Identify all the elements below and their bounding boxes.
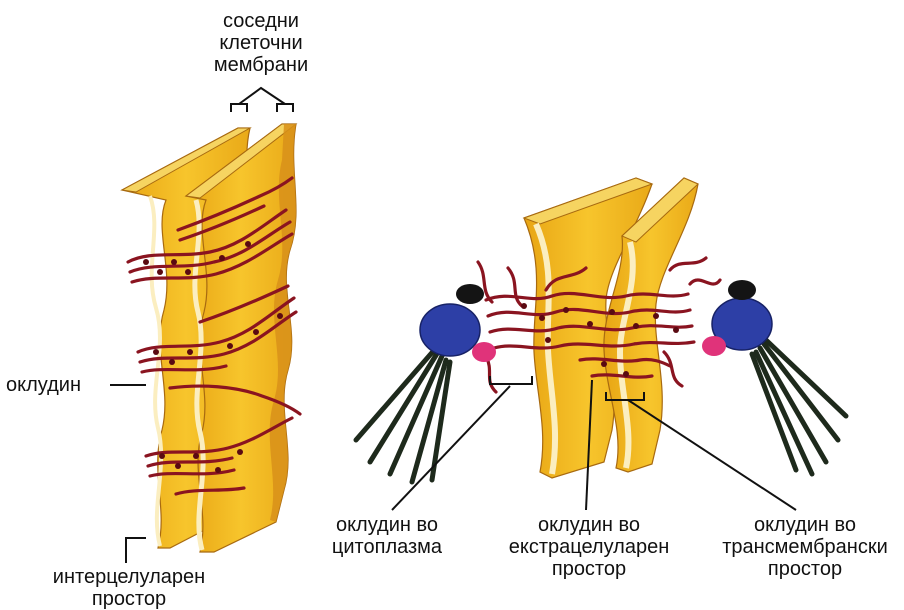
cytoplasm-leader: [392, 386, 510, 510]
intercellular-space-label: интерцелуларен простор: [24, 566, 234, 610]
occludin-label: оклудин: [6, 374, 81, 396]
occludin-extracellular-line-1: оклудин во: [502, 514, 676, 536]
adjacent-membranes-bracket: [231, 88, 293, 112]
adjacent-membranes-line-1: соседни: [196, 10, 326, 32]
occludin-extracellular-line-3: простор: [502, 558, 676, 580]
occludin-cytoplasm-label: оклудин во цитоплазма: [318, 514, 456, 558]
adjacent-membranes-line-3: мембрани: [196, 54, 326, 76]
occludin-transmembrane-line-1: оклудин во: [712, 514, 898, 536]
intercellular-space-line-2: простор: [24, 588, 234, 610]
left-membrane-pair: [122, 124, 296, 552]
adjacent-membranes-label: соседни клеточни мембрани: [196, 10, 326, 76]
left-protein-complex: [356, 284, 496, 482]
occludin-cytoplasm-line-2: цитоплазма: [318, 536, 456, 558]
occludin-label-text: оклудин: [6, 374, 81, 396]
adjacent-membranes-line-2: клеточни: [196, 32, 326, 54]
intercellular-space-bracket: [126, 538, 146, 563]
intercellular-space-line-1: интерцелуларен: [24, 566, 234, 588]
occludin-transmembrane-line-3: простор: [712, 558, 898, 580]
occludin-extracellular-line-2: екстрацелуларен: [502, 536, 676, 558]
occludin-extracellular-label: оклудин во екстрацелуларен простор: [502, 514, 676, 580]
cytoplasm-bracket: [490, 376, 532, 384]
occludin-transmembrane-label: оклудин во трансмембрански простор: [712, 514, 898, 580]
occludin-transmembrane-line-2: трансмембрански: [712, 536, 898, 558]
right-protein-complex: [702, 280, 846, 474]
occludin-cytoplasm-line-1: оклудин во: [318, 514, 456, 536]
